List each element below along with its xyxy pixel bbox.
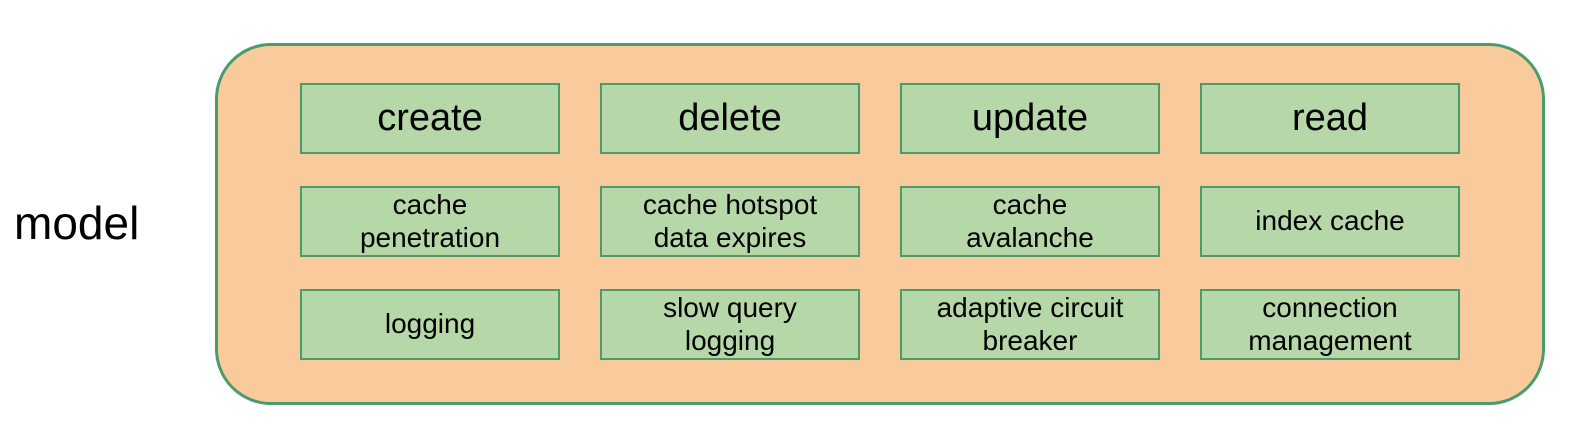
box-create: create: [300, 83, 560, 154]
box-adaptive-circuit-breaker: adaptive circuit breaker: [900, 289, 1160, 360]
box-connection-management: connection management: [1200, 289, 1460, 360]
box-delete: delete: [600, 83, 860, 154]
box-label: cache penetration: [359, 189, 501, 253]
box-label: cache hotspot data expires: [642, 189, 818, 253]
box-label: create: [377, 96, 483, 139]
box-label: slow query logging: [663, 292, 797, 356]
box-label: logging: [384, 308, 476, 340]
box-update: update: [900, 83, 1160, 154]
box-cache-penetration: cache penetration: [300, 186, 560, 257]
box-cache-avalanche: cache avalanche: [900, 186, 1160, 257]
box-grid: create delete update read cache penetrat…: [300, 83, 1460, 360]
box-label: adaptive circuit breaker: [936, 292, 1124, 356]
model-container: create delete update read cache penetrat…: [215, 43, 1545, 405]
box-slow-query-logging: slow query logging: [600, 289, 860, 360]
box-index-cache: index cache: [1200, 186, 1460, 257]
box-label: connection management: [1248, 292, 1412, 356]
box-label: read: [1291, 96, 1369, 139]
box-read: read: [1200, 83, 1460, 154]
model-label: model: [14, 197, 140, 249]
box-label: update: [971, 96, 1089, 139]
box-label: delete: [678, 96, 782, 139]
box-label: cache avalanche: [966, 189, 1094, 253]
box-label: index cache: [1255, 205, 1405, 237]
box-cache-hotspot-data-expires: cache hotspot data expires: [600, 186, 860, 257]
box-logging: logging: [300, 289, 560, 360]
